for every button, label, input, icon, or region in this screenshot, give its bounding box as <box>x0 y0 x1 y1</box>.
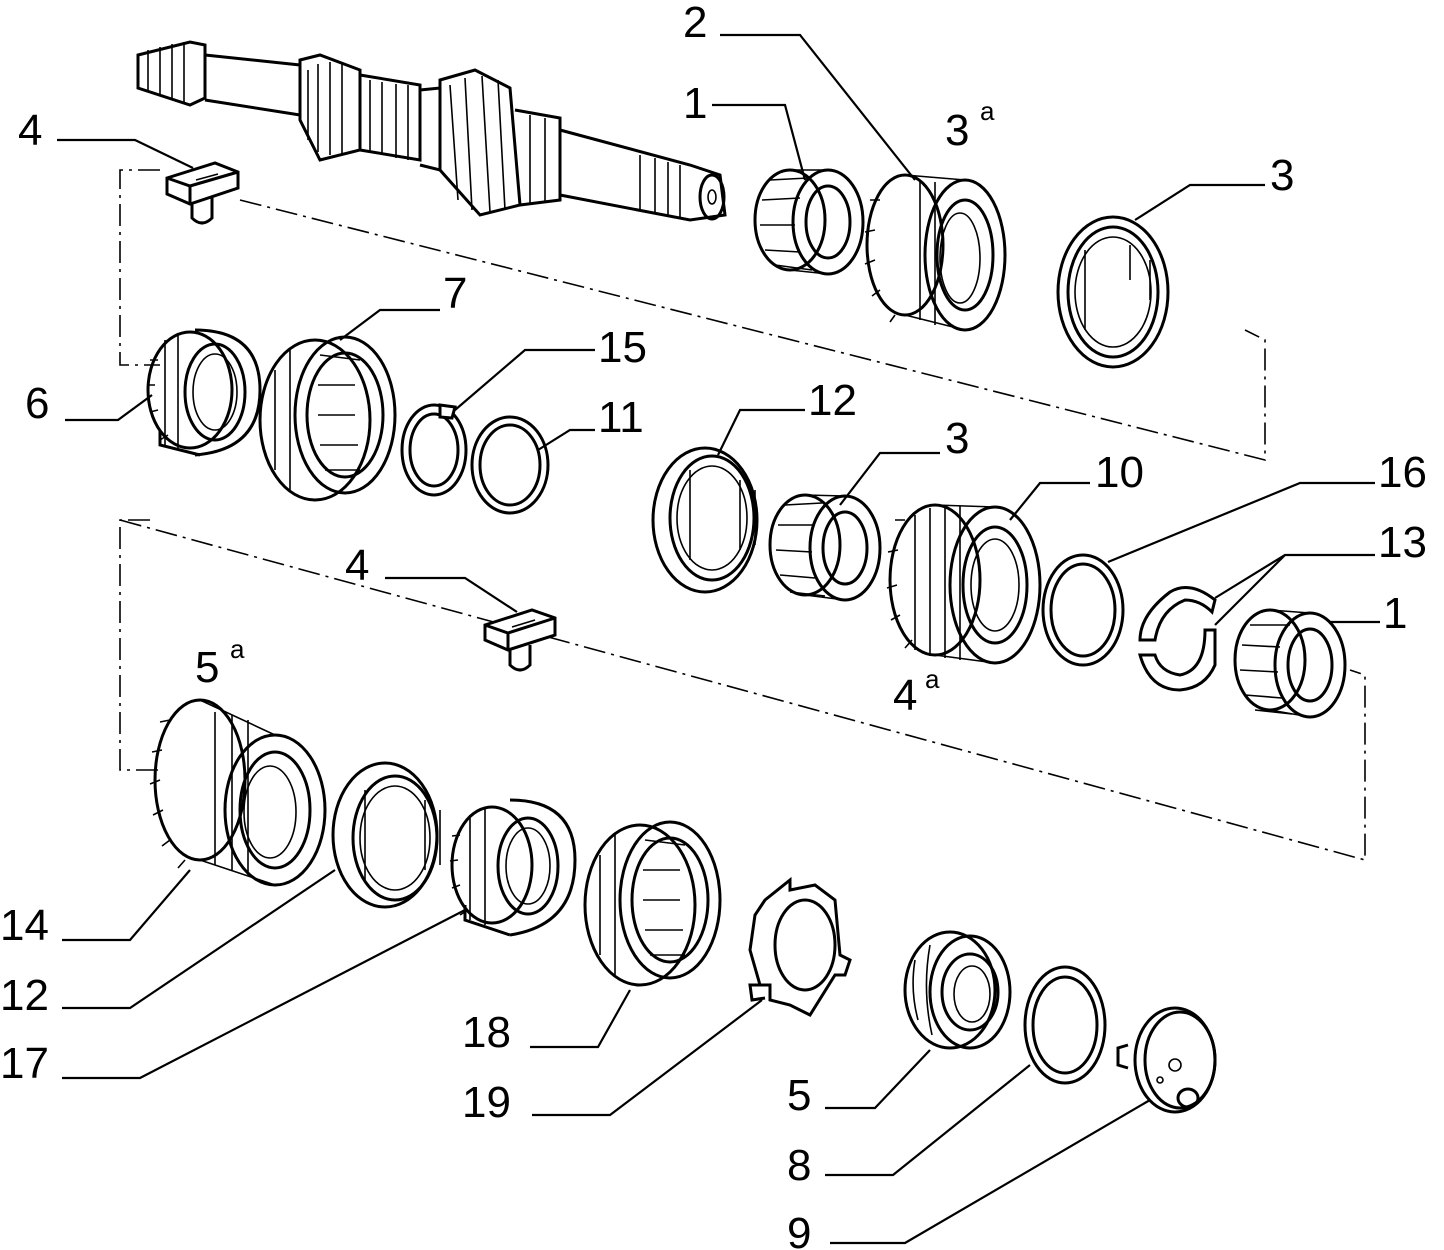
label-8: 8 <box>787 1141 811 1190</box>
label-13: 13 <box>1378 518 1427 567</box>
part-6-synchro-hub <box>146 328 262 457</box>
parts <box>136 40 1347 1114</box>
part-11-ring <box>470 415 550 515</box>
part-4-key-lower <box>483 608 557 672</box>
label-3a-superscript: a <box>980 96 995 126</box>
part-18-synchro-sleeve <box>583 820 722 987</box>
leader-3-middle <box>839 451 940 506</box>
label-15: 15 <box>598 323 647 372</box>
label-5a: 5 <box>195 643 219 692</box>
leader-16 <box>1107 481 1375 564</box>
part-16-ring <box>1041 553 1125 667</box>
leader-13 <box>1214 553 1375 626</box>
leader-11 <box>537 428 595 451</box>
lower-axis-line <box>119 519 160 771</box>
part-5-ball-bearing <box>903 930 1012 1050</box>
label-18: 18 <box>462 1008 511 1057</box>
center-lines <box>119 169 1366 862</box>
part-19-tab-washer <box>748 876 852 1017</box>
part-8-ring <box>1023 965 1107 1085</box>
label-12-middle: 12 <box>808 376 857 425</box>
leader-17 <box>62 909 466 1080</box>
label-4-upper: 4 <box>18 106 42 155</box>
leader-5 <box>825 1049 931 1110</box>
leader-2 <box>720 33 916 181</box>
label-14: 14 <box>0 901 49 950</box>
leader-15 <box>454 348 595 411</box>
part-15-circlip <box>400 403 468 497</box>
leader-9 <box>830 1099 1151 1245</box>
part-13-half-washers <box>1138 586 1217 692</box>
label-19: 19 <box>462 1078 511 1127</box>
part-1-needle-bearing-lower <box>1233 608 1347 719</box>
label-3-upper: 3 <box>1270 151 1294 200</box>
label-2: 2 <box>683 0 707 47</box>
part-17-synchro-hub <box>449 798 577 937</box>
label-3-middle: 3 <box>945 414 969 463</box>
label-1-lower: 1 <box>1383 589 1407 638</box>
label-4-middle: 4 <box>345 541 369 590</box>
upper-shaft-axis <box>239 199 1266 462</box>
leader-6 <box>65 394 153 422</box>
leader-12-lower <box>62 869 336 1010</box>
leader-4-middle <box>385 576 518 613</box>
label-3a: 3 <box>945 106 969 155</box>
part-14-gear <box>149 698 327 887</box>
part-9-cover-plate <box>1116 1006 1217 1114</box>
main-shaft <box>136 40 727 222</box>
leader-8 <box>825 1064 1031 1177</box>
leader-19 <box>532 999 763 1117</box>
leader-7 <box>339 308 440 341</box>
leader-lines <box>57 33 1380 1245</box>
part-12-synchro-ring-lower <box>331 761 441 909</box>
label-16: 16 <box>1378 448 1427 497</box>
label-7: 7 <box>443 269 467 318</box>
leader-12-middle <box>717 408 805 456</box>
label-4a: 4 <box>893 671 917 720</box>
label-5a-superscript: a <box>230 634 245 664</box>
label-1-upper: 1 <box>683 79 707 128</box>
label-9: 9 <box>787 1209 811 1250</box>
label-6: 6 <box>25 379 49 428</box>
lower-shaft-axis <box>119 519 1366 862</box>
part-3-synchro-ring-upper <box>1056 215 1170 369</box>
label-12-lower: 12 <box>0 971 49 1020</box>
part-3a-gear <box>864 173 1007 332</box>
leader-18 <box>530 989 631 1049</box>
label-4a-superscript: a <box>925 664 940 694</box>
leader-4-upper <box>57 138 194 169</box>
part-3-needle-bearing-middle <box>768 493 882 602</box>
part-1-needle-bearing-upper <box>753 168 865 276</box>
label-5: 5 <box>787 1071 811 1120</box>
leader-1-upper <box>712 103 807 181</box>
leader-10 <box>1009 481 1090 521</box>
label-10: 10 <box>1095 448 1144 497</box>
upper-axis-line <box>119 169 160 366</box>
label-17: 17 <box>0 1039 49 1088</box>
leader-14 <box>62 869 191 942</box>
leader-3-upper <box>1134 183 1265 221</box>
label-11: 11 <box>598 393 644 442</box>
part-7-synchro-sleeve <box>258 335 397 502</box>
part-10-gear <box>886 503 1042 665</box>
part-12-synchro-ring-middle <box>651 446 759 594</box>
part-4-key-upper <box>165 161 240 225</box>
